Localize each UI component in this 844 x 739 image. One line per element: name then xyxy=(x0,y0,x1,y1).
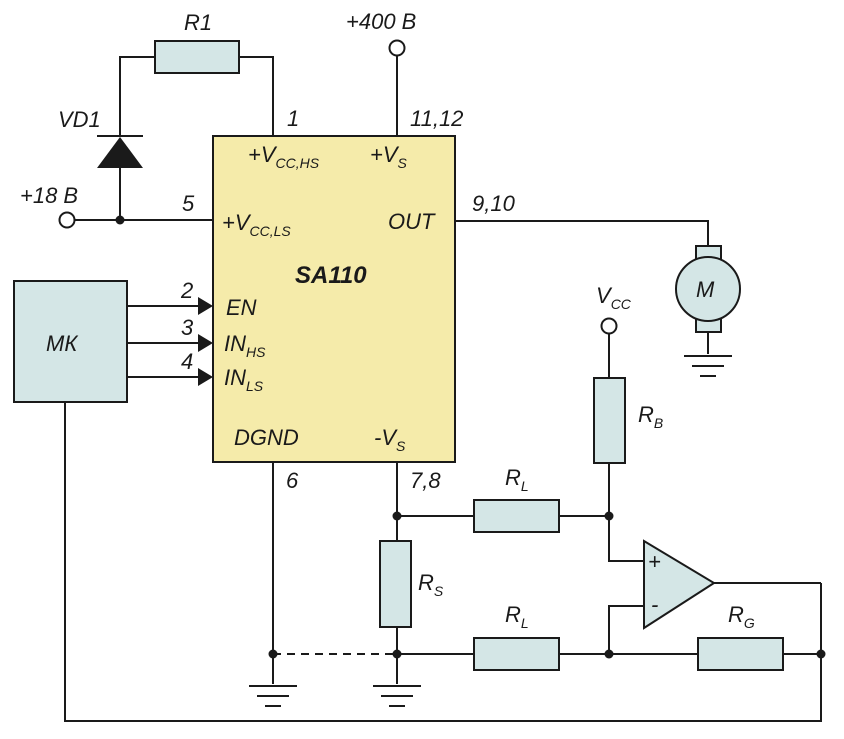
opamp xyxy=(643,539,716,630)
label-18v: +18 В xyxy=(20,183,78,208)
motor xyxy=(675,245,741,333)
ground-symbols xyxy=(249,355,732,707)
junction-dot xyxy=(392,649,402,659)
chip-title: SA110 xyxy=(295,262,367,289)
junction-dot xyxy=(816,649,826,659)
sa110-chip xyxy=(212,135,456,463)
arrow-in-ls xyxy=(198,368,213,386)
resistor-rl-bottom xyxy=(473,637,560,671)
label-400v: +400 В xyxy=(346,9,416,34)
arrow-in-hs xyxy=(198,334,213,352)
terminal-vcc xyxy=(600,317,618,335)
pin-label-vcc-ls: +VCC,LS xyxy=(222,210,291,239)
diode-vd1 xyxy=(97,135,143,168)
junction-dot xyxy=(115,215,125,225)
pin-number-2: 2 xyxy=(180,278,193,303)
pin-number-6: 6 xyxy=(286,468,299,493)
label-rg: RG xyxy=(728,602,755,631)
mk-block xyxy=(13,280,128,403)
pin-label-neg-vs: -VS xyxy=(374,425,406,454)
resistor-rb xyxy=(593,377,626,464)
arrow-en xyxy=(198,297,213,315)
pin-label-out: OUT xyxy=(388,209,436,234)
ground-symbol-rs xyxy=(373,685,421,707)
label-r1: R1 xyxy=(184,10,212,35)
pin-label-in-ls: INLS xyxy=(224,365,264,394)
label-mk: МК xyxy=(46,331,78,356)
junction-dot xyxy=(604,511,614,521)
pin-number-7-8: 7,8 xyxy=(410,468,441,493)
junction-dot xyxy=(268,649,278,659)
pin-label-vcc-hs: +VCC,HS xyxy=(248,142,320,171)
junction-dot xyxy=(392,511,402,521)
label-rb: RB xyxy=(638,402,663,431)
pin-number-1: 1 xyxy=(287,106,299,131)
pin-label-dgnd: DGND xyxy=(234,425,299,450)
opamp-plus-label: + xyxy=(648,549,661,574)
junction-dots xyxy=(115,215,826,659)
label-vcc: VCC xyxy=(596,283,632,312)
opamp-minus-label: - xyxy=(651,592,658,617)
pin-number-5: 5 xyxy=(182,191,195,216)
resistor-rg xyxy=(697,637,784,671)
terminal-400v xyxy=(388,39,406,57)
resistor-r1 xyxy=(154,40,240,74)
pin-number-4: 4 xyxy=(181,349,193,374)
pin-number-9-10: 9,10 xyxy=(472,191,516,216)
pin-label-en: EN xyxy=(226,295,257,320)
pin-number-3: 3 xyxy=(181,315,194,340)
label-rl-top: RL xyxy=(505,465,529,494)
label-vd1: VD1 xyxy=(58,107,101,132)
label-motor: M xyxy=(696,277,715,302)
resistor-rs xyxy=(379,540,412,628)
terminal-18v xyxy=(58,211,76,229)
ground-symbol-dgnd xyxy=(249,685,297,707)
label-rs: RS xyxy=(418,570,444,599)
pin-label-in-hs: INHS xyxy=(224,331,266,360)
resistor-rl-top xyxy=(473,499,560,533)
pin-label-vs: +VS xyxy=(370,142,408,171)
junction-dot xyxy=(604,649,614,659)
pin-number-11-12: 11,12 xyxy=(410,106,463,131)
label-rl-bottom: RL xyxy=(505,602,529,631)
ground-symbol-motor xyxy=(684,355,732,377)
